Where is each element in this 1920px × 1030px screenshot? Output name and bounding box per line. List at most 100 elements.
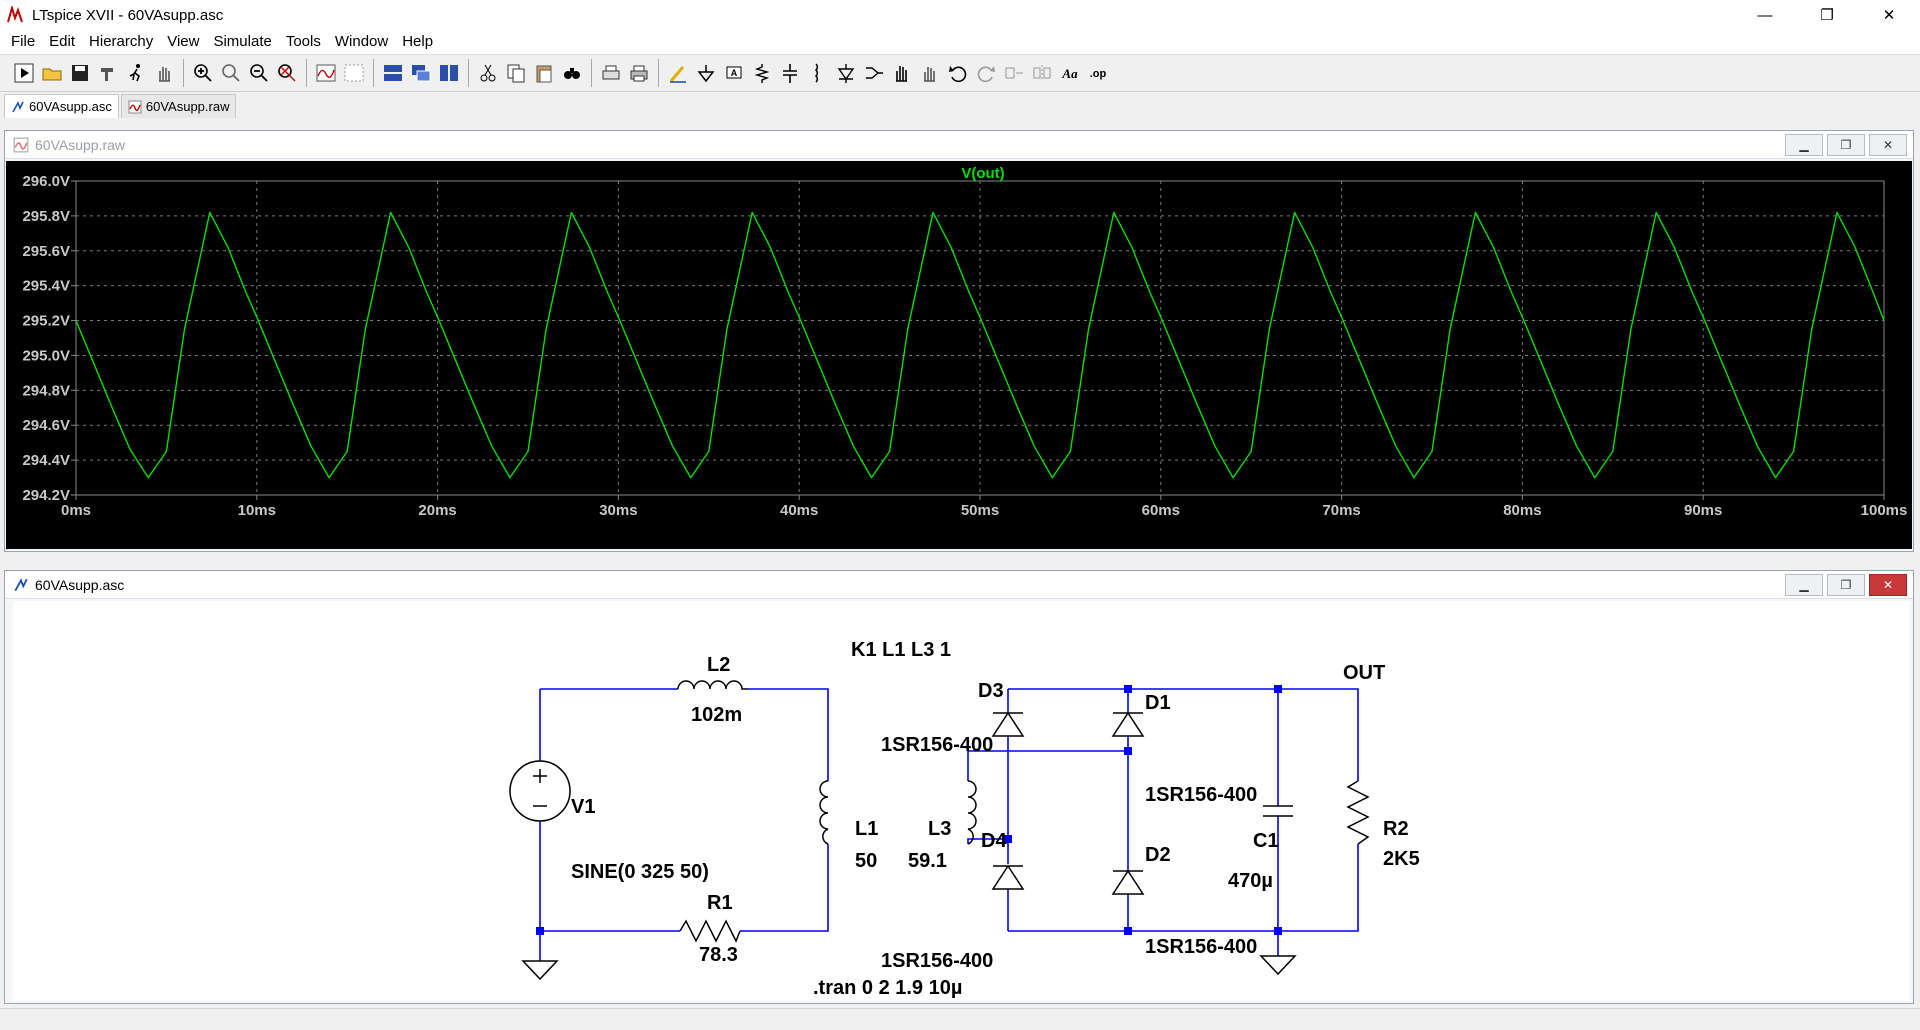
tile-horizontal-icon	[384, 65, 402, 81]
resistor-r1[interactable]	[679, 919, 741, 943]
rotate-button[interactable]	[1000, 58, 1028, 88]
open-button[interactable]	[38, 58, 66, 88]
menu-file[interactable]: File	[11, 33, 36, 50]
y-tick-label: 295.0V	[22, 347, 70, 364]
draw-wire-button[interactable]	[664, 58, 692, 88]
diode-d2[interactable]	[1111, 869, 1145, 895]
find-button[interactable]	[558, 58, 586, 88]
copy-button[interactable]	[502, 58, 530, 88]
redo-button[interactable]	[972, 58, 1000, 88]
cascade-button[interactable]	[407, 58, 435, 88]
inductor-button[interactable]	[804, 58, 832, 88]
inductor-l1[interactable]	[819, 780, 829, 845]
wire	[967, 838, 1008, 844]
diode-button[interactable]	[832, 58, 860, 88]
redo-icon	[977, 66, 995, 83]
autorange-button[interactable]	[312, 58, 340, 88]
menu-simulate[interactable]: Simulate	[213, 33, 272, 50]
y-tick-label: 295.6V	[22, 243, 70, 260]
wire	[740, 844, 829, 932]
schematic-window-caption: 60VAsupp.asc ▁ ❐ ✕	[5, 571, 1913, 599]
zoom-in-icon	[194, 64, 212, 82]
menu-tools[interactable]: Tools	[285, 33, 321, 50]
minimize-button[interactable]: —	[1757, 6, 1773, 24]
wire	[1008, 688, 1359, 781]
ground-symbol	[521, 960, 559, 981]
schematic-restore-button[interactable]: ❐	[1827, 574, 1865, 596]
diode-d4[interactable]	[991, 864, 1025, 890]
run-button[interactable]	[10, 58, 38, 88]
waveform-plot[interactable]: 296.0V295.8V295.6V295.4V295.2V295.0V294.…	[6, 161, 1912, 549]
inductor-l3[interactable]	[967, 780, 977, 845]
toolbar-separator	[306, 59, 307, 87]
menu-view[interactable]: View	[167, 33, 200, 50]
ground-icon	[697, 65, 715, 83]
settings-hammer-button[interactable]	[94, 58, 122, 88]
y-tick-label: 294.2V	[22, 487, 70, 504]
spice-directive-button[interactable]: .op	[1084, 58, 1112, 88]
trace-label-vout[interactable]: V(out)	[961, 165, 1004, 182]
diode-d3[interactable]	[991, 711, 1025, 737]
waveform-restore-button[interactable]: ❐	[1827, 134, 1865, 156]
ltspice-logo-icon	[7, 6, 23, 23]
maximize-button[interactable]: ❐	[1820, 7, 1834, 24]
schematic-close-button[interactable]: ✕	[1869, 574, 1907, 596]
resistor-r2[interactable]	[1346, 780, 1370, 845]
component-icon	[866, 67, 883, 79]
waveform-window-caption: 60VAsupp.raw ▁ ❐ ✕	[5, 131, 1913, 159]
resistor-icon	[754, 64, 770, 83]
select-trace-button[interactable]	[340, 58, 368, 88]
status-bar	[0, 1008, 1920, 1030]
series-line-vout[interactable]	[75, 211, 1885, 479]
capacitor-button[interactable]	[776, 58, 804, 88]
print-setup-button[interactable]	[597, 58, 625, 88]
menu-edit[interactable]: Edit	[49, 33, 76, 50]
inductor-l2[interactable]	[677, 680, 748, 690]
cut-icon	[480, 64, 496, 82]
directive-tran[interactable]: .tran 0 2 1.9 10µ	[813, 977, 962, 999]
waveform-close-button[interactable]: ✕	[1869, 134, 1907, 156]
tile-vertical-button[interactable]	[435, 58, 463, 88]
drag-icon	[924, 67, 935, 82]
capacitor-c1[interactable]	[1263, 805, 1293, 817]
text-button[interactable]: Aa	[1056, 58, 1084, 88]
zoom-out-button[interactable]	[245, 58, 273, 88]
resistor-button[interactable]	[748, 58, 776, 88]
directive-k1[interactable]: K1 L1 L3 1	[851, 639, 951, 661]
paste-button[interactable]	[530, 58, 558, 88]
menu-window[interactable]: Window	[334, 33, 389, 50]
tab-schematic[interactable]: 60VAsupp.asc	[4, 94, 119, 118]
zoom-in-button[interactable]	[189, 58, 217, 88]
waveform-minimize-button[interactable]: ▁	[1785, 134, 1823, 156]
save-button[interactable]	[66, 58, 94, 88]
ground-button[interactable]	[692, 58, 720, 88]
save-icon	[72, 65, 88, 81]
diode-d1[interactable]	[1111, 711, 1145, 737]
undo-button[interactable]	[944, 58, 972, 88]
run-man-button[interactable]	[122, 58, 150, 88]
component-button[interactable]	[860, 58, 888, 88]
tile-horizontal-button[interactable]	[379, 58, 407, 88]
cut-button[interactable]	[474, 58, 502, 88]
mirror-button[interactable]	[1028, 58, 1056, 88]
l3-value: 59.1	[908, 850, 947, 872]
pan-hand-button[interactable]	[150, 58, 178, 88]
print-button[interactable]	[625, 58, 653, 88]
close-button[interactable]: ✕	[1882, 7, 1896, 24]
net-label-out[interactable]: OUT	[1343, 662, 1385, 684]
menu-help[interactable]: Help	[402, 33, 434, 50]
voltage-source-v1[interactable]	[509, 760, 571, 822]
zoom-fit-button[interactable]	[273, 58, 301, 88]
waveform-icon	[13, 137, 29, 152]
drag-button[interactable]	[916, 58, 944, 88]
draw-wire-icon	[669, 66, 686, 83]
schematic-canvas[interactable]: K1 L1 L3 1 .tran 0 2 1.9 10µ OUT V1 SINE…	[13, 601, 1909, 1001]
menu-hierarchy[interactable]: Hierarchy	[89, 33, 154, 50]
junction-dot	[1124, 685, 1132, 693]
tab-waveform[interactable]: 60VAsupp.raw	[120, 94, 237, 118]
move-button[interactable]	[888, 58, 916, 88]
label-net-button[interactable]: A	[720, 58, 748, 88]
schematic-minimize-button[interactable]: ▁	[1785, 574, 1823, 596]
zoom-pan-button[interactable]	[217, 58, 245, 88]
wire	[967, 750, 1128, 781]
